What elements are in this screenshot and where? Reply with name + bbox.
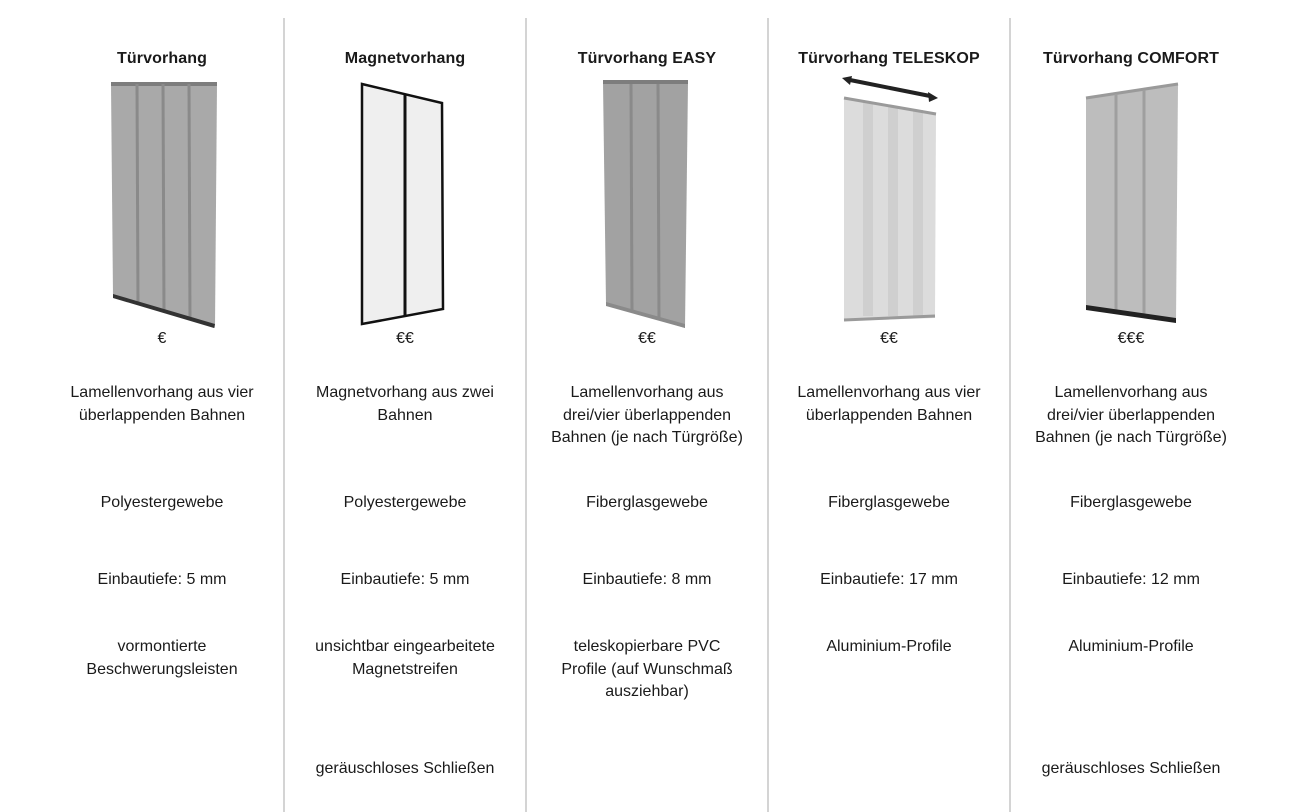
product-title: Türvorhang EASY: [577, 50, 717, 67]
description-line: Lamellenvorhang aus: [1054, 384, 1208, 401]
feature: unsichtbar eingearbeitete Magnetstreifen: [292, 636, 518, 681]
description-line: drei/vier überlappenden: [1046, 406, 1216, 424]
extra-feature: geräuschloses Schließen: [315, 760, 495, 777]
product-column-easy: Türvorhang EASY €€ Lamellenvorhang aus d…: [526, 0, 768, 812]
description-line: überlappenden Bahnen: [78, 406, 246, 424]
price-indicator: €€€: [1117, 330, 1145, 347]
feature: teleskopierbare PVC Profile (auf Wunschm…: [534, 636, 760, 704]
product-title: Türvorhang TELESKOP: [798, 50, 980, 67]
curtain-easy-icon: [526, 76, 768, 332]
curtain-comfort-icon: [1010, 76, 1252, 332]
feature: Aluminium-Profile: [776, 636, 1002, 659]
product-title: Türvorhang COMFORT: [1042, 50, 1219, 67]
installation-depth: Einbautiefe: 5 mm: [97, 571, 227, 588]
feature-line: Beschwerungsleisten: [86, 660, 238, 678]
description-line: Lamellenvorhang aus vier: [70, 384, 254, 401]
material: Fiberglasgewebe: [828, 494, 950, 511]
installation-depth: Einbautiefe: 8 mm: [582, 571, 712, 588]
material: Polyestergewebe: [100, 494, 224, 511]
description-line: Lamellenvorhang aus: [570, 384, 724, 401]
product-column-tuervorhang: Türvorhang € Lamellenvorhang aus vier üb…: [41, 0, 283, 812]
feature-line: Aluminium-Profile: [826, 638, 952, 655]
product-title: Türvorhang: [117, 50, 207, 67]
feature: vormontierte Beschwerungsleisten: [49, 636, 275, 681]
feature-line: Profile (auf Wunschmaß: [561, 660, 733, 678]
description: Lamellenvorhang aus drei/vier überlappen…: [1018, 382, 1244, 450]
price-indicator: €€: [880, 330, 898, 347]
price-indicator: €€: [396, 330, 414, 347]
description-line: Lamellenvorhang aus vier: [797, 384, 981, 401]
description-line: drei/vier überlappenden: [562, 406, 732, 424]
material: Fiberglasgewebe: [586, 494, 708, 511]
description: Magnetvorhang aus zwei Bahnen: [292, 382, 518, 427]
curtain-four-panel-icon: [41, 76, 283, 332]
description: Lamellenvorhang aus vier überlappenden B…: [49, 382, 275, 427]
material: Fiberglasgewebe: [1070, 494, 1192, 511]
installation-depth: Einbautiefe: 5 mm: [340, 571, 470, 588]
installation-depth: Einbautiefe: 12 mm: [1062, 571, 1200, 588]
extra-feature: geräuschloses Schließen: [1041, 760, 1221, 777]
description: Lamellenvorhang aus vier überlappenden B…: [776, 382, 1002, 427]
curtain-telescope-icon: [768, 76, 1010, 332]
description-line: Bahnen: [377, 406, 433, 424]
feature-line: unsichtbar eingearbeitete: [315, 638, 495, 655]
description: Lamellenvorhang aus drei/vier überlappen…: [534, 382, 760, 450]
description-line: Bahnen (je nach Türgröße): [551, 429, 743, 446]
feature-line: Magnetstreifen: [352, 660, 458, 678]
material: Polyestergewebe: [343, 494, 467, 511]
feature-line: vormontierte: [117, 638, 207, 655]
feature-line: ausziehbar): [605, 683, 689, 700]
product-column-teleskop: Türvorhang TELESKOP €€ Lamellenvorhang a…: [768, 0, 1010, 812]
product-column-comfort: Türvorhang COMFORT €€€ Lamellenvorhang a…: [1010, 0, 1252, 812]
installation-depth: Einbautiefe: 17 mm: [820, 571, 958, 588]
product-title: Magnetvorhang: [344, 50, 466, 67]
description-line: Bahnen (je nach Türgröße): [1035, 429, 1227, 446]
column-divider: [767, 18, 769, 812]
price-indicator: €€: [638, 330, 656, 347]
price-indicator: €: [157, 330, 167, 347]
description-line: überlappenden Bahnen: [805, 406, 973, 424]
feature-line: Aluminium-Profile: [1068, 638, 1194, 655]
column-divider: [525, 18, 527, 812]
column-divider: [283, 18, 285, 812]
feature: Aluminium-Profile: [1018, 636, 1244, 659]
magnetic-curtain-icon: [284, 76, 526, 332]
product-column-magnetvorhang: Magnetvorhang €€ Magnetvorhang aus zwei …: [284, 0, 526, 812]
feature-line: teleskopierbare PVC: [573, 638, 721, 655]
description-line: Magnetvorhang aus zwei: [316, 384, 494, 401]
column-divider: [1009, 18, 1011, 812]
